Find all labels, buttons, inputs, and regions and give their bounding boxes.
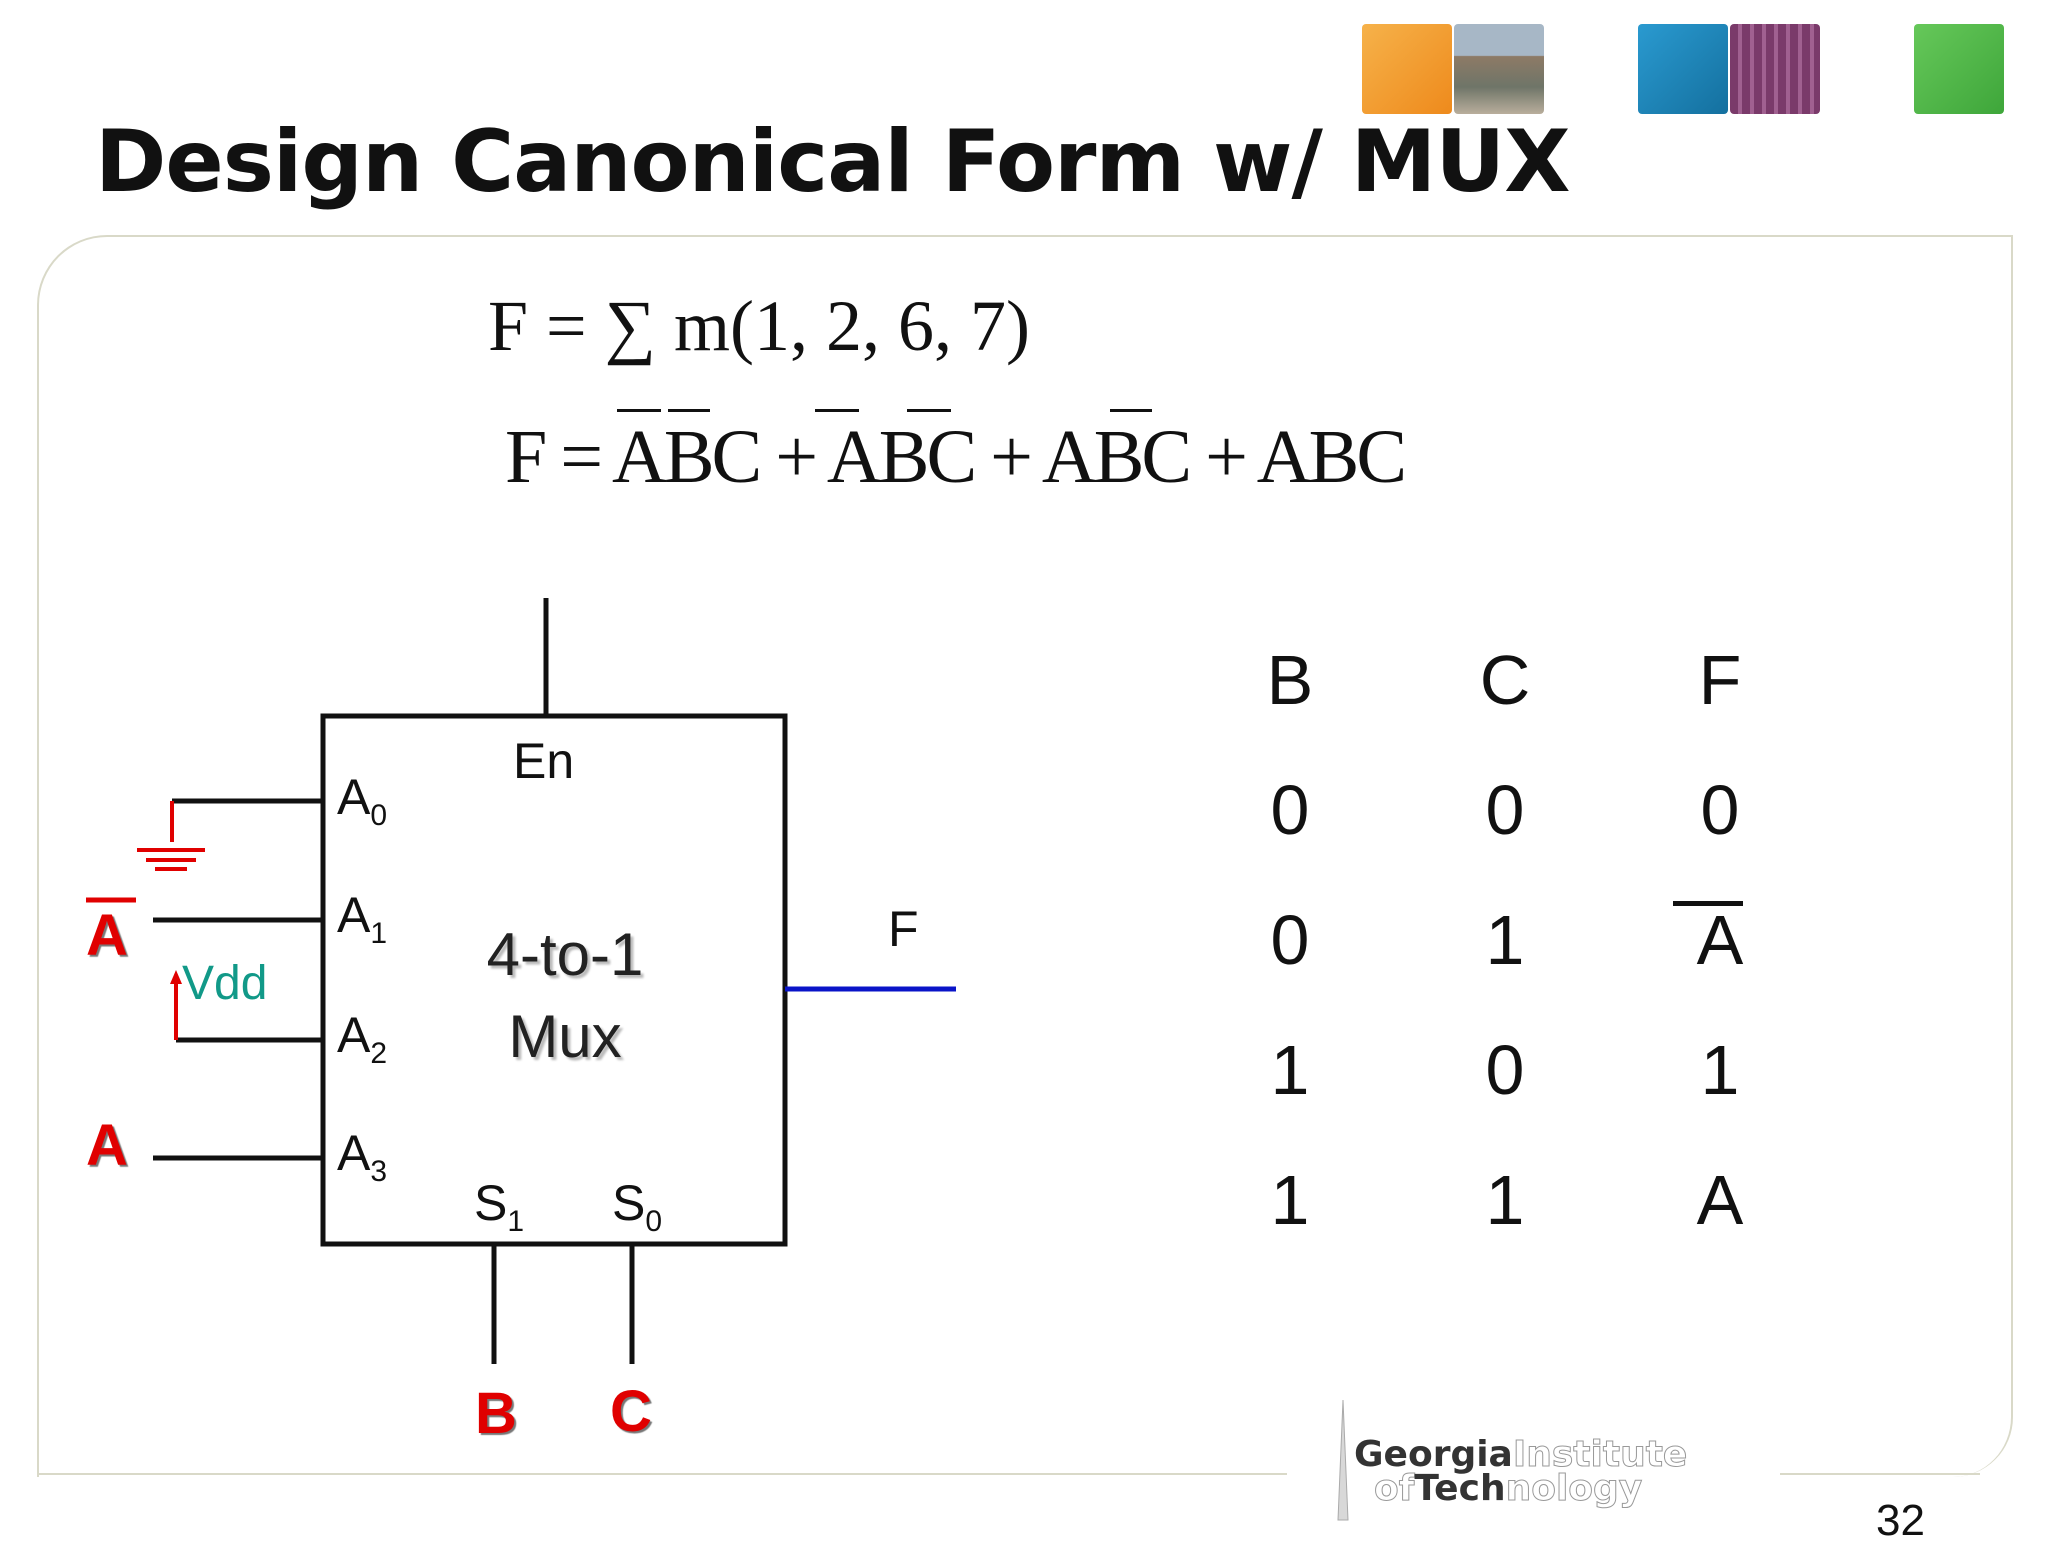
header-tile-green [1914, 24, 2004, 114]
mux-input-a0: A0 [337, 768, 387, 833]
slide-title: Design Canonical Form w/ MUX [95, 112, 1571, 212]
mux-input-a3: A3 [337, 1124, 387, 1189]
header-tile-orange [1362, 24, 1452, 114]
mux-name-line2: Mux [508, 1003, 622, 1070]
tower-icon [1337, 1400, 1349, 1521]
sop-plus-2: + [974, 415, 1042, 499]
mux-box [320, 713, 788, 1247]
overbar-term1-b [668, 409, 710, 412]
truth-r3-c: 0 [1485, 1031, 1525, 1109]
truth-header-b: B [1266, 641, 1314, 719]
content-frame [37, 235, 2013, 1477]
logo-line-2: ofTechnology [1373, 1468, 1643, 1510]
truth-r3-f: 1 [1700, 1031, 1740, 1109]
input-a3-subscript: 3 [370, 1155, 388, 1188]
truth-r3-b: 1 [1270, 1031, 1310, 1109]
sop-prefix: F = [505, 415, 612, 499]
mux-name-line1: 4-to-1 [486, 921, 644, 988]
sop-term-2: ABC [826, 415, 977, 499]
select-s1-letter: S [474, 1175, 508, 1231]
input-a0-subscript: 0 [370, 799, 388, 832]
sop-term-3: ABC [1041, 415, 1192, 499]
header-tile-circuit-photo [1730, 24, 1820, 114]
page-number: 32 [1876, 1496, 1925, 1545]
mux-enable-label: En [513, 733, 575, 789]
truth-r2-f: A [1696, 901, 1744, 979]
overbar-term1-a [617, 409, 661, 412]
sop-plus-1: + [759, 415, 827, 499]
truth-r4-c: 1 [1485, 1161, 1525, 1239]
select0-signal-c: C [610, 1379, 652, 1444]
overbar-term3-c [1110, 409, 1152, 412]
input-a2-letter: A [337, 1007, 371, 1063]
header-tile-campus-photo [1454, 24, 1544, 114]
truth-header-f: F [1698, 641, 1742, 719]
truth-header-c: C [1479, 641, 1531, 719]
a3-input-signal: A [86, 1113, 128, 1178]
truth-r2-c: 1 [1485, 901, 1525, 979]
truth-r4-b: 1 [1270, 1161, 1310, 1239]
logo-of: of [1373, 1468, 1415, 1510]
input-a3-letter: A [337, 1125, 371, 1181]
header-tile-blue [1638, 24, 1728, 114]
sop-equation: F = ABC + ABC + ABC + ABC [505, 414, 1407, 501]
input-a2-subscript: 2 [370, 1037, 388, 1070]
select-s0-subscript: 0 [645, 1205, 663, 1238]
mux-output-label: F [888, 901, 919, 957]
vdd-label: Vdd [182, 957, 268, 1010]
mux-input-a2: A2 [337, 1006, 387, 1071]
input-a0-letter: A [337, 769, 371, 825]
sop-plus-3: + [1189, 415, 1257, 499]
georgia-tech-logo: GeorgiaInstitute ofTechnology [1320, 1400, 1760, 1530]
frame-bottom-line-right [1780, 1473, 1980, 1475]
logo-tech: Tech [1414, 1468, 1506, 1509]
logo-line-1: GeorgiaInstitute [1354, 1434, 1688, 1476]
logo-nology: nology [1505, 1468, 1643, 1510]
truth-r2-b: 0 [1270, 901, 1310, 979]
truth-r1-f: 0 [1700, 771, 1740, 849]
logo-georgia: Georgia [1354, 1434, 1513, 1475]
truth-r2-f-overbar [1673, 901, 1743, 906]
select-s1-subscript: 1 [507, 1205, 525, 1238]
mux-select-s0: S0 [612, 1174, 662, 1239]
truth-r1-c: 0 [1485, 771, 1525, 849]
minterm-equation: F = ∑ m(1, 2, 6, 7) [488, 286, 1030, 366]
logo-institute: Institute [1512, 1434, 1688, 1476]
overbar-term2-c [907, 409, 951, 412]
frame-bottom-line [37, 1473, 1287, 1475]
a1-input-signal: A [86, 903, 128, 968]
mux-select-s1: S1 [474, 1174, 524, 1239]
sop-term-4: ABC [1256, 415, 1407, 499]
input-a1-letter: A [337, 887, 371, 943]
vdd-arrow [170, 970, 182, 984]
input-a1-subscript: 1 [370, 917, 388, 950]
overbar-term2-a [815, 409, 859, 412]
select-s0-letter: S [612, 1175, 646, 1231]
truth-r4-f: A [1696, 1161, 1744, 1239]
sop-term-1: ABC [611, 415, 762, 499]
mux-input-a1: A1 [337, 886, 387, 951]
truth-r1-b: 0 [1270, 771, 1310, 849]
select1-signal-b: B [475, 1381, 517, 1446]
